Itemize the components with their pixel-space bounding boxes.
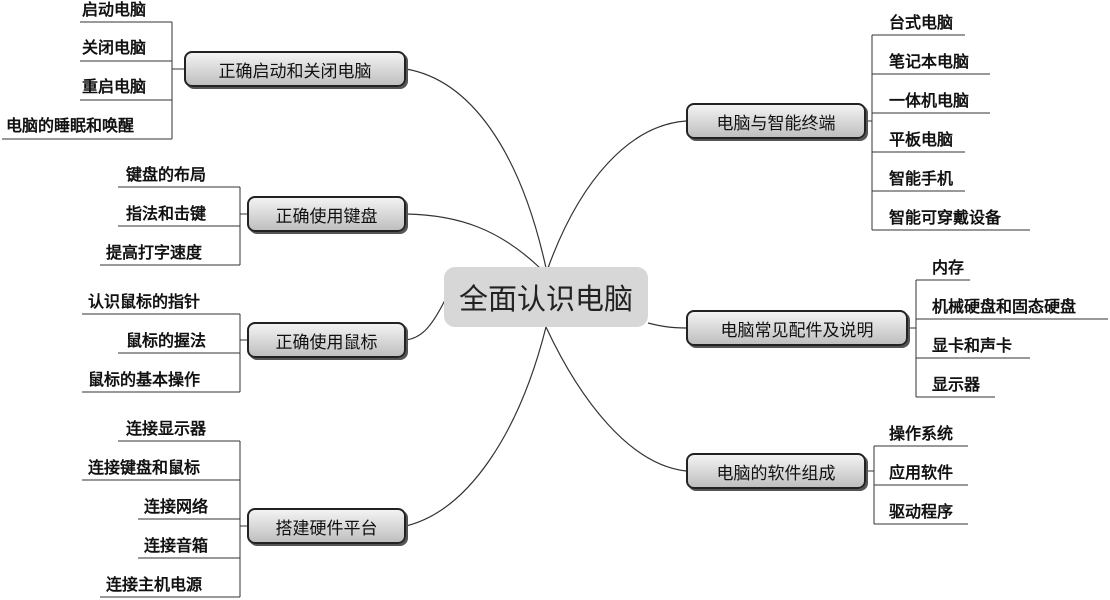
leaf-keyboard-layout[interactable]: 键盘的布局 — [126, 165, 207, 184]
branch-software[interactable]: 电脑的软件组成 — [686, 453, 866, 489]
leaf-restart-computer[interactable]: 重启电脑 — [82, 77, 147, 96]
leaf-laptop[interactable]: 笔记本电脑 — [889, 52, 970, 71]
leaf-connect-power[interactable]: 连接主机电源 — [106, 575, 203, 594]
leaf-smartphone[interactable]: 智能手机 — [889, 169, 954, 188]
leaf-wearables[interactable]: 智能可穿戴设备 — [889, 208, 1002, 227]
leaf-hdd-ssd[interactable]: 机械硬盘和固态硬盘 — [932, 297, 1077, 316]
branch-components[interactable]: 电脑常见配件及说明 — [686, 310, 908, 346]
leaf-typing-speed[interactable]: 提高打字速度 — [106, 243, 203, 262]
leaf-connect-speakers[interactable]: 连接音箱 — [144, 536, 209, 555]
leaf-memory[interactable]: 内存 — [932, 258, 965, 277]
leaf-os[interactable]: 操作系统 — [889, 424, 954, 443]
leaf-shutdown-computer[interactable]: 关闭电脑 — [82, 38, 147, 57]
leaf-applications[interactable]: 应用软件 — [889, 463, 954, 482]
branch-mouse[interactable]: 正确使用鼠标 — [247, 322, 406, 358]
leaf-desktop[interactable]: 台式电脑 — [889, 13, 954, 32]
branch-start-shutdown[interactable]: 正确启动和关闭电脑 — [184, 51, 406, 87]
leaf-graphics-sound[interactable]: 显卡和声卡 — [932, 336, 1013, 355]
leaf-connect-monitor[interactable]: 连接显示器 — [126, 419, 207, 438]
leaf-fingering[interactable]: 指法和击键 — [126, 204, 207, 223]
leaf-connect-keyboard-mouse[interactable]: 连接键盘和鼠标 — [88, 458, 201, 477]
leaf-monitor[interactable]: 显示器 — [932, 375, 981, 394]
leaf-start-computer[interactable]: 启动电脑 — [82, 0, 147, 19]
leaf-mouse-grip[interactable]: 鼠标的握法 — [126, 331, 207, 350]
branch-hardware-setup[interactable]: 搭建硬件平台 — [247, 508, 406, 544]
leaf-mouse-basic-ops[interactable]: 鼠标的基本操作 — [88, 370, 201, 389]
leaf-drivers[interactable]: 驱动程序 — [889, 502, 954, 521]
leaf-all-in-one[interactable]: 一体机电脑 — [889, 91, 970, 110]
branch-keyboard[interactable]: 正确使用键盘 — [247, 196, 406, 232]
branch-computer-terminals[interactable]: 电脑与智能终端 — [686, 103, 866, 139]
leaf-sleep-wake[interactable]: 电脑的睡眠和唤醒 — [6, 116, 135, 135]
leaf-mouse-pointer[interactable]: 认识鼠标的指针 — [88, 292, 201, 311]
central-topic[interactable]: 全面认识电脑 — [444, 267, 648, 327]
leaf-connect-network[interactable]: 连接网络 — [144, 497, 209, 516]
leaf-tablet[interactable]: 平板电脑 — [889, 130, 954, 149]
